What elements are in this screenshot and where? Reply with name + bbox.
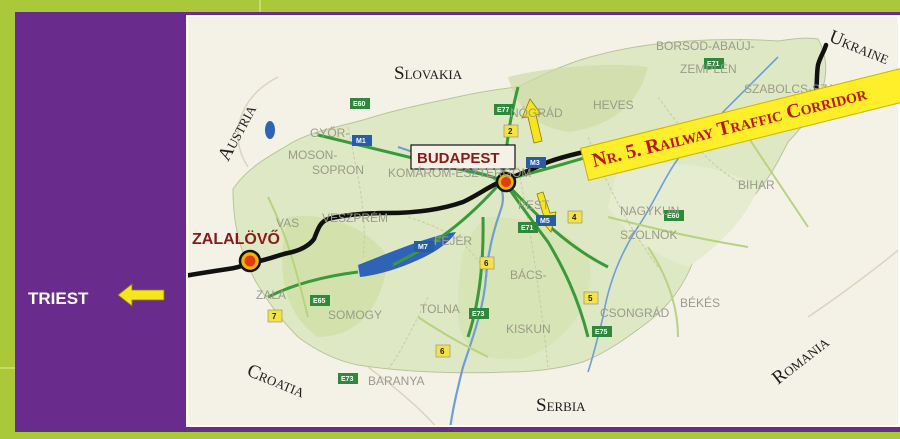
county-borsod: BORSOD-ABAÚJ- [656,38,755,53]
lake-ferto [265,121,275,139]
road-shield-m7 [414,241,434,252]
arrow-west-icon [117,283,165,307]
road-shield-e60a-text: E60 [353,101,366,108]
road-shield-m3a [526,157,546,168]
road-number-7 [267,309,283,323]
road-shield-e73-text: E73 [472,311,485,318]
zalalovo-label: ZALALÖVŐ [192,229,280,248]
road-shield-m1 [352,135,372,146]
hungary-map: BUDAPEST ZALALÖVŐ E77 E71 E60 E60 M1 M3 … [186,15,900,427]
county-zemplen: ZEMPLÉN [680,61,737,76]
county-bekes: BÉKÉS [680,295,720,310]
road-shield-e60a [350,98,370,109]
county-veszprem: VESZPRÉM [322,210,388,225]
road-shield-e75 [592,326,612,337]
road-number-5-text: 5 [588,294,593,303]
road-shield-e75-text: E75 [595,329,608,336]
road-shield-e65 [310,295,330,306]
county-nagykun: NAGYKUN [620,204,679,218]
road-shield-m5 [536,215,556,226]
road-shield-e60b [664,210,684,221]
road-shield-e77-text: E77 [497,107,510,114]
county-bacs: BÁCS- [510,267,547,282]
country-slovakia: Slovakia [394,63,463,84]
region-shade [508,65,648,132]
map-drawing: BUDAPEST ZALALÖVŐ E77 E71 E60 E60 M1 M3 … [188,17,898,425]
county-zala: ZALA [256,288,286,302]
road-shield-e71b-text: E71 [521,225,534,232]
road-shield-m5-text: M5 [540,218,550,225]
county-sopron: SOPRON [312,163,364,177]
border-line [237,76,279,168]
county-kiskun: KISKUN [506,322,551,336]
road-number-6b [435,344,451,358]
county-nograd: NÓGRÁD [510,105,563,120]
road-shield-e71 [704,58,724,69]
road-number-2-text: 2 [508,127,513,136]
road-number-4 [567,210,583,224]
county-gyor: GYŐR- [310,125,349,140]
road-shield-e65-text: E65 [313,298,326,305]
county-baranya: BARANYA [368,374,424,388]
county-moson: MOSON- [288,148,337,162]
county-tolna: TOLNA [420,302,460,316]
road-number-6 [479,256,495,270]
road-number-4-text: 4 [572,213,577,222]
tisza-river [587,56,779,373]
road-number-7-text: 7 [272,312,277,321]
road-shields: E77 E71 E60 E60 M1 M3 M3 M5 M7 E65 E73 E… [267,58,728,384]
county-vas: VAS [276,216,299,230]
road-shield-m3a-text: M3 [530,160,540,167]
county-szolnok: SZOLNOK [620,228,677,242]
road-shield-e71-text: E71 [707,61,720,68]
road-number-6-text: 6 [484,259,489,268]
border-line [367,366,436,425]
county-komarom: KOMÁROM-ESZTERGOM [388,165,531,180]
triest-label: TRIEST [28,289,89,308]
county-csongrad: CSONGRÁD [600,305,670,320]
city-markers [238,171,517,273]
roads [267,136,809,358]
border-line [807,249,898,318]
road-number-2 [503,124,519,138]
road-shield-e73b-text: E73 [341,376,354,383]
county-somogy: SOMOGY [328,308,382,322]
road-shield-e60b-text: E60 [667,213,680,220]
road-number-6b-text: 6 [440,347,445,356]
road-shield-e73b [338,373,358,384]
road-shield-m1-text: M1 [356,138,366,145]
region-shade [458,217,591,360]
road-shield-e73 [469,308,489,319]
road-shield-e71b [518,222,538,233]
road-shield-m7-text: M7 [418,244,428,251]
county-labels: BORSOD-ABAÚJ- ZEMPLÉN SZABOLCS-SZATMÁR H… [256,38,869,388]
county-bihar: BIHAR [738,178,775,192]
country-serbia: Serbia [536,395,586,416]
arrow-north [521,98,543,144]
budapest-label-box [410,144,516,170]
county-pest: PEST [518,198,550,212]
county-heves: HEVES [593,98,634,112]
road-shield-e77 [494,104,514,115]
budapest-label: BUDAPEST [417,150,500,167]
county-fejer: FEJÉR [434,233,472,248]
road-number-5 [583,291,599,305]
